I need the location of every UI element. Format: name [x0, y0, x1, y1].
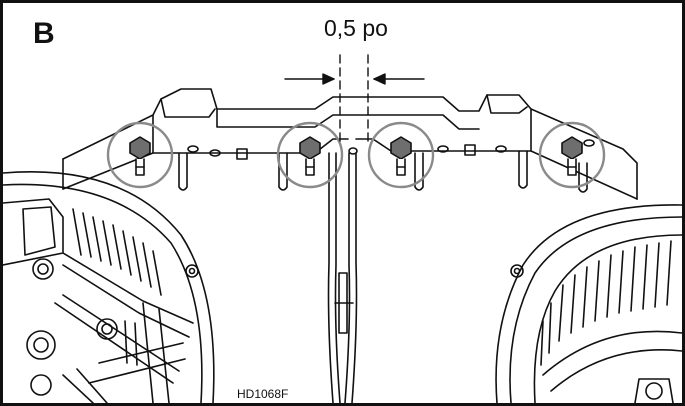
- blower-bracket-drawing: [3, 54, 682, 403]
- hex-bolt-1: [129, 136, 151, 176]
- highlight-circle-2: [276, 121, 344, 189]
- hex-bolt-4: [561, 136, 583, 176]
- hex-bolt-2: [299, 136, 321, 176]
- gap-dimension-label: 0,5 po: [324, 15, 388, 41]
- center-divider: [327, 152, 358, 403]
- bolt-highlight-circles: [106, 121, 606, 189]
- right-blower-wheel: [495, 204, 682, 403]
- hex-bolt-3: [390, 136, 412, 176]
- left-blower-wheel: [3, 170, 215, 403]
- highlight-circle-4: [538, 121, 606, 189]
- highlight-circle-1: [106, 121, 174, 189]
- gap-dimension-indicator: [284, 54, 425, 144]
- figure-code: HD1068F: [235, 387, 291, 401]
- highlight-circle-3: [367, 121, 435, 189]
- panel-letter: B: [33, 17, 55, 50]
